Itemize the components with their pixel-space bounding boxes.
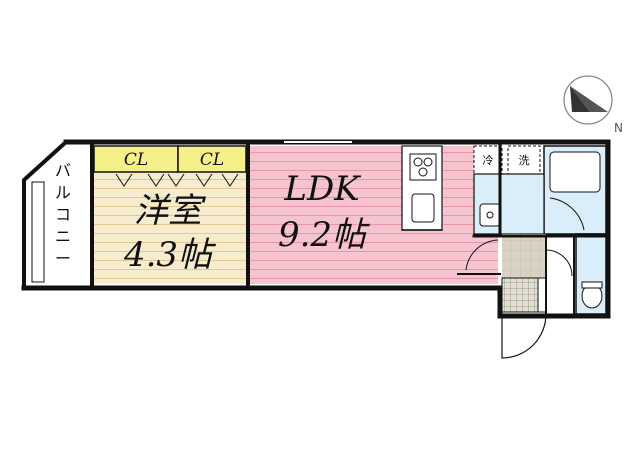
svg-text:ニ: ニ: [55, 227, 71, 246]
sink-icon: [411, 193, 435, 223]
entrance-tiles: [501, 277, 539, 313]
svg-text:ル: ル: [55, 183, 71, 202]
washer-space: 洗: [507, 145, 541, 175]
western-room-size: 4.3帖: [123, 235, 217, 275]
fridge-label: 冷: [483, 154, 494, 167]
western-room-name: 洋室: [134, 191, 207, 231]
ldk-name: LDK: [283, 169, 362, 209]
svg-text:ー: ー: [55, 249, 71, 268]
closet-door-marks: [115, 173, 239, 187]
closet-right-label: CL: [200, 150, 224, 170]
fridge-space: 冷: [473, 145, 503, 175]
washbasin-icon: [479, 203, 501, 227]
stove-burner-icon: [413, 157, 423, 167]
bathroom: [543, 145, 607, 235]
north-arrow-icon: [570, 86, 608, 112]
ldk-size: 9.2帖: [278, 215, 371, 255]
interior-door-arcs: [465, 239, 573, 277]
compass: N: [563, 75, 623, 135]
svg-text:バ: バ: [55, 161, 71, 180]
kitchen-counter: [401, 145, 443, 231]
washer-label: 洗: [519, 154, 530, 167]
walls: [21, 139, 611, 319]
closet-left: CL: [93, 145, 179, 173]
closet-left-label: CL: [124, 150, 148, 170]
closet-right: CL: [177, 145, 247, 173]
western-room: 洋室 4.3帖: [92, 172, 248, 284]
entrance-door-swing: [501, 313, 547, 359]
ldk-room: LDK 9.2帖: [250, 146, 498, 284]
toilet-room: [575, 233, 607, 315]
balcony-label: バ ル コ ニ ー: [55, 161, 71, 268]
balcony: バ ル コ ニ ー: [22, 140, 94, 290]
svg-text:コ: コ: [55, 205, 71, 224]
washroom: [473, 173, 545, 235]
compass-north-label: N: [614, 121, 623, 135]
entrance-hall: [501, 234, 547, 359]
bathtub-icon: [549, 151, 601, 193]
